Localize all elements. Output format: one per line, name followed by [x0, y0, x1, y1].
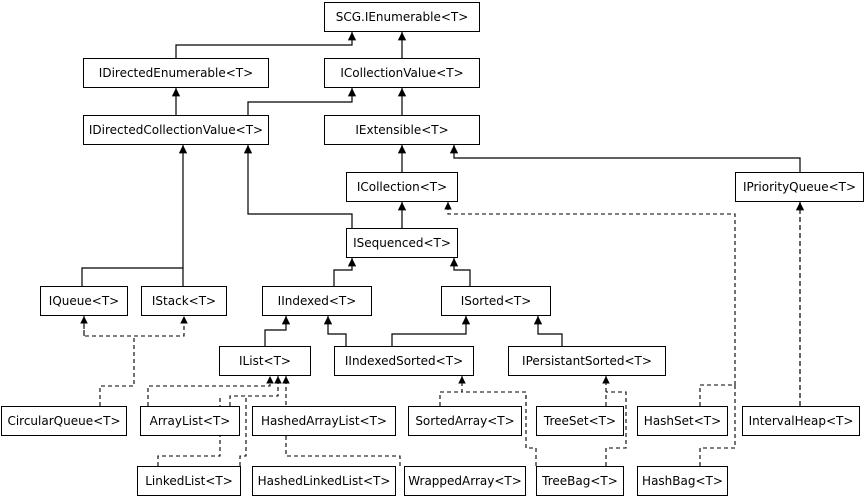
node-istack: IStack<T>: [141, 286, 227, 316]
edge-hashedarraylist-ilist: [229, 376, 282, 406]
edge-ipersistantsorted-isorted: [533, 316, 563, 346]
node-idirected-enumerable: IDirectedEnumerable<T>: [83, 58, 269, 88]
node-iqueue: IQueue<T>: [40, 286, 128, 316]
node-scg-ienumerable: SCG.IEnumerable<T>: [324, 2, 480, 32]
edge-iqueue-idirectedcollectionvalue: [81, 267, 183, 286]
edge-ipriorityqueue-iextensible: [449, 145, 801, 172]
node-iextensible: IExtensible<T>: [324, 115, 480, 145]
edge-treebag-iindexedsorted: [525, 392, 537, 466]
edge-hashedlinkedlist-ilist: [239, 396, 247, 466]
node-icollection-value: ICollectionValue<T>: [324, 58, 480, 88]
edge-iindexedsorted-iindexed: [323, 316, 347, 346]
node-linked-list: LinkedList<T>: [137, 466, 241, 496]
node-iindexed: IIndexed<T>: [262, 286, 372, 316]
node-iindexed-sorted: IIndexedSorted<T>: [334, 346, 474, 376]
node-isorted: ISorted<T>: [441, 286, 551, 316]
node-hash-set: HashSet<T>: [637, 406, 728, 436]
edge-queue-stack-bus: [83, 316, 188, 337]
edge-circularqueue-queue-stack: [99, 336, 135, 406]
node-tree-set: TreeSet<T>: [536, 406, 624, 436]
node-icollection: ICollection<T>: [346, 172, 458, 202]
node-hashed-linked-list: HashedLinkedList<T>: [252, 466, 396, 496]
node-ipriority-queue: IPriorityQueue<T>: [735, 172, 864, 202]
node-isequenced: ISequenced<T>: [346, 228, 458, 258]
node-ilist: IList<T>: [219, 346, 311, 376]
edge-hashset-icollection: [444, 202, 736, 406]
edge-arraylist-ilist: [147, 376, 274, 406]
edge-treebag-ipersistantsorted: [605, 391, 627, 466]
node-hash-bag: HashBag<T>: [637, 466, 728, 496]
edge-hashbag-icollection: [699, 385, 736, 466]
edge-isequenced-idirectedcollectionvalue: [243, 145, 353, 228]
node-circular-queue: CircularQueue<T>: [1, 406, 127, 436]
node-hashed-array-list: HashedArrayList<T>: [252, 406, 396, 436]
edge-iindexedsorted-isorted: [391, 316, 471, 346]
node-sorted-array: SortedArray<T>: [408, 406, 522, 436]
edge-treeset-iindexedsorted: [462, 391, 527, 406]
edge-idirectedenumerable-scg: [175, 32, 357, 58]
node-ipersistant-sorted: IPersistantSorted<T>: [508, 346, 666, 376]
edge-idirectedcollectionvalue-icollectionvalue: [247, 88, 357, 115]
node-array-list: ArrayList<T>: [140, 406, 240, 436]
edge-sortedarray-iindexedsorted: [439, 376, 466, 406]
node-idirected-collection-value: IDirectedCollectionValue<T>: [83, 115, 269, 145]
edge-iindexed-isequenced: [333, 258, 357, 286]
node-interval-heap: IntervalHeap<T>: [742, 406, 860, 436]
edge-isorted-isequenced: [449, 258, 471, 286]
edge-ilist-iindexed: [264, 316, 291, 346]
node-tree-bag: TreeBag<T>: [536, 466, 624, 496]
node-wrapped-array: WrappedArray<T>: [404, 466, 526, 496]
